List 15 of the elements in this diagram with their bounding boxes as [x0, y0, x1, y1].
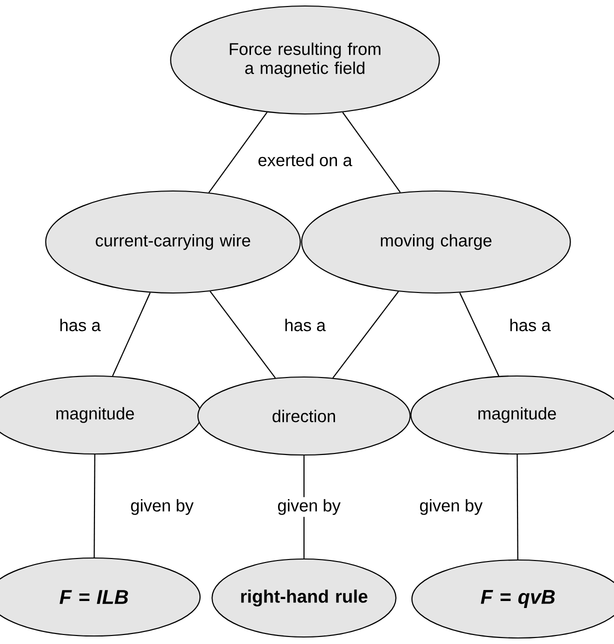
edge-label: given by [131, 499, 194, 515]
connector-line [94, 454, 96, 558]
connector-line [112, 292, 151, 376]
edge-label: has a [510, 318, 551, 332]
connector-line [516, 454, 518, 560]
edge-label: has a [60, 318, 101, 332]
connector-line [459, 292, 500, 376]
connector-line [210, 291, 276, 378]
link-label: has a [285, 318, 326, 332]
connector-line [332, 291, 399, 378]
connector-line [342, 112, 401, 193]
edge-label: given by [278, 499, 341, 515]
connector-line [208, 112, 268, 193]
link-label: exerted on a [258, 154, 352, 166]
edge-label: given by [420, 499, 483, 515]
